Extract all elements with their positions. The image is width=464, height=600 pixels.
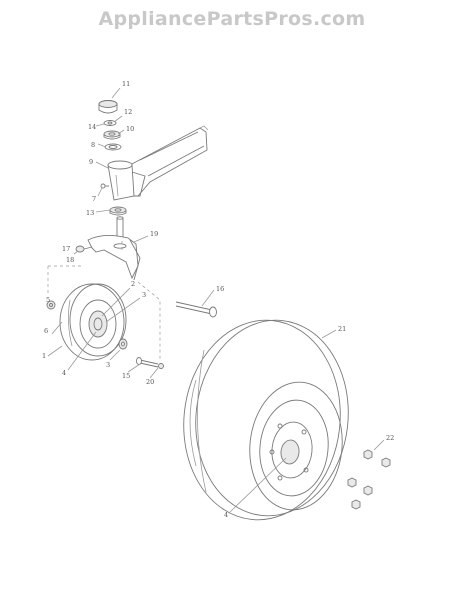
grease-fitting-part-7	[100, 183, 109, 189]
callout-4-upper: 4	[62, 369, 66, 377]
callout-18: 18	[66, 256, 74, 264]
callout-3-upper: 3	[142, 291, 146, 299]
callout-11: 11	[122, 80, 130, 88]
washer-part-12	[103, 120, 117, 126]
callout-13: 13	[86, 209, 94, 217]
lug-nuts-part-22	[347, 449, 391, 510]
callout-22: 22	[386, 434, 394, 442]
callout-labels: 11 12 14 10 8 9 7 13 19 17 18 2 3 5 6 1 …	[42, 80, 394, 519]
callout-2: 2	[131, 280, 135, 288]
watermark-text: AppliancePartsPros.com	[98, 8, 366, 30]
bolt-part-17	[75, 245, 93, 253]
cap-part-11	[98, 100, 118, 114]
callout-7: 7	[92, 195, 96, 203]
callout-17: 17	[62, 245, 70, 253]
nut-part-20	[158, 363, 164, 369]
callout-1: 1	[42, 352, 46, 360]
caster-spindle-housing	[107, 160, 146, 201]
callout-14: 14	[88, 123, 96, 131]
tire-part-21	[183, 319, 349, 521]
caster-wheel-part-1	[59, 283, 127, 361]
callout-12: 12	[124, 108, 132, 116]
callout-19: 19	[150, 230, 158, 238]
callout-15: 15	[122, 372, 130, 380]
bearing-part-10	[103, 130, 121, 140]
callout-9: 9	[89, 158, 93, 166]
spacer-part-3	[118, 338, 128, 350]
callout-6: 6	[44, 327, 48, 335]
callout-4-lower: 4	[224, 511, 228, 519]
frame-arm	[129, 125, 209, 197]
leader-lines	[47, 87, 385, 513]
bolt-part-15	[136, 357, 159, 368]
callout-20: 20	[146, 378, 154, 386]
callout-16: 16	[216, 285, 224, 293]
assembly-guide-lines	[47, 240, 161, 360]
callout-21: 21	[338, 325, 346, 333]
callout-3-lower: 3	[106, 361, 110, 369]
callout-10: 10	[126, 125, 134, 133]
nut-part-5	[46, 300, 56, 310]
axle-bolt-part-16	[175, 301, 217, 318]
callout-8: 8	[91, 141, 95, 149]
seal-part-8	[104, 143, 122, 151]
bearing-part-13	[109, 206, 127, 216]
callout-5: 5	[46, 296, 50, 304]
caster-fork-part-19	[87, 235, 141, 281]
